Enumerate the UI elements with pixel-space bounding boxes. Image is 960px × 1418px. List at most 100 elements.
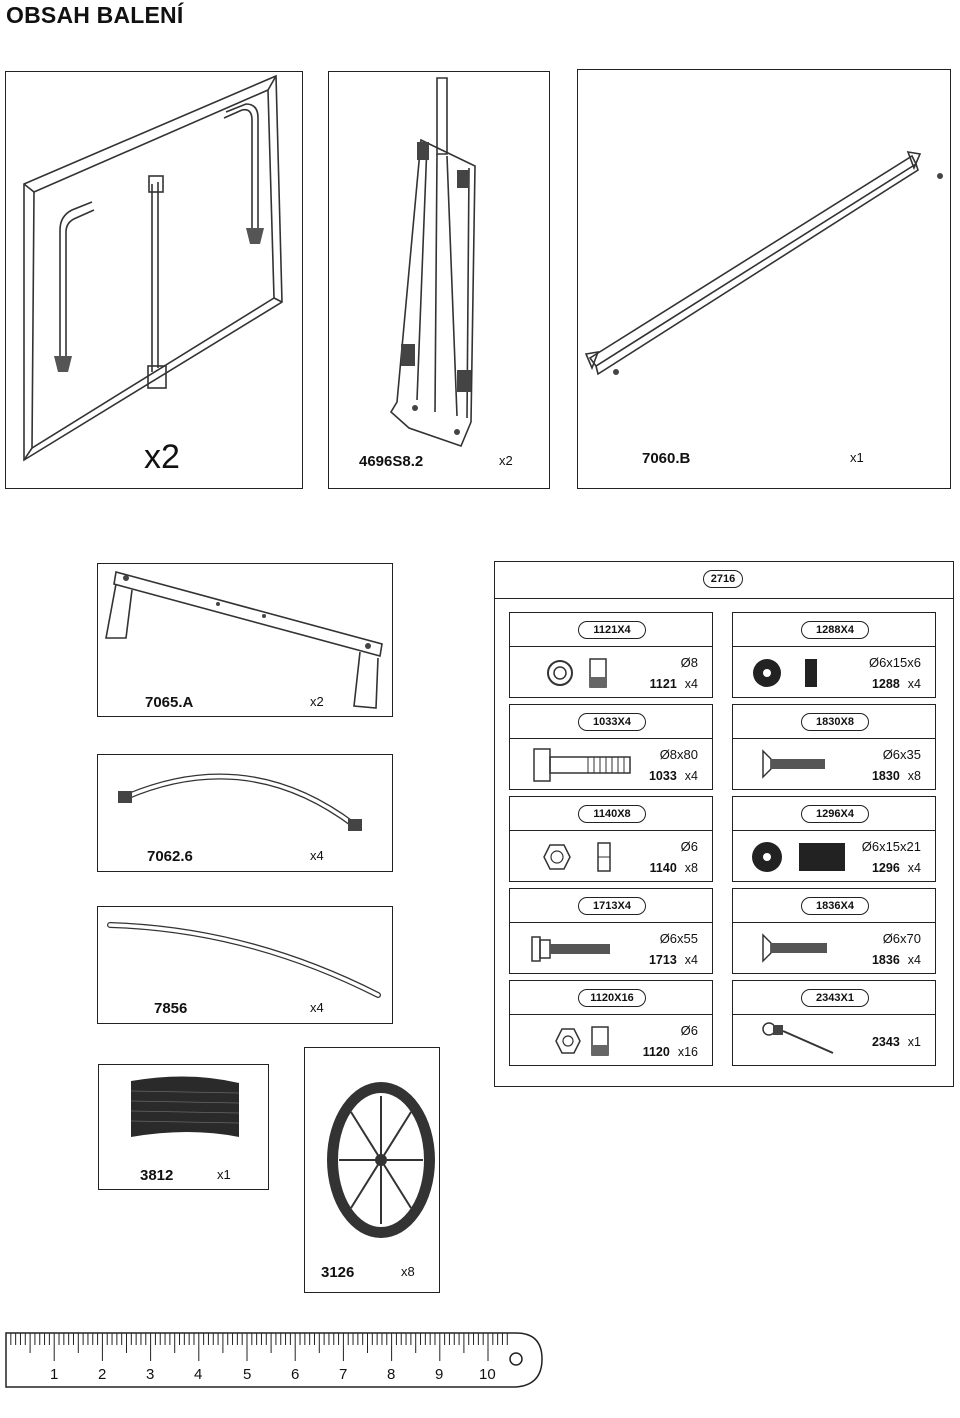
kit-item-qty: x4 xyxy=(684,677,698,691)
part-leg: 4696S8.2 x2 xyxy=(328,71,550,489)
kit-item-1033: 1033X4 Ø8x80 1033 x4 xyxy=(509,704,713,790)
ruler-number: 6 xyxy=(291,1366,300,1383)
kit-item-tag: 2343X1 xyxy=(801,989,869,1007)
tube-long-qty: x4 xyxy=(310,1000,324,1015)
ruler-number: 8 xyxy=(387,1366,396,1383)
wheel-illustration xyxy=(327,1082,435,1238)
kit-header: 2716 xyxy=(495,562,953,599)
page-title: OBSAH BALENÍ xyxy=(6,2,184,28)
crossbar-code: 7065.A xyxy=(145,694,194,711)
kit-item-tag: 1296X4 xyxy=(801,805,869,823)
tube-bent-illustration xyxy=(118,773,362,831)
spacer-icon xyxy=(752,842,845,872)
crossbar-qty: x2 xyxy=(310,694,324,709)
ruler-number: 2 xyxy=(98,1366,107,1383)
part-net: 3812 x1 xyxy=(98,1064,269,1190)
kit-item-2343: 2343X1 2343 x1 xyxy=(732,980,936,1066)
kit-item-dim: Ø8x80 xyxy=(659,747,698,762)
countersunk-screw-icon xyxy=(762,749,825,779)
tube-bent-qty: x4 xyxy=(310,848,324,863)
part-tube-long: 7856 x4 xyxy=(97,906,393,1024)
kit-item-dim: Ø6x15x21 xyxy=(861,839,921,854)
frame-qty: x2 xyxy=(144,438,180,476)
ruler-number: 5 xyxy=(243,1366,252,1383)
flange-bolt-icon xyxy=(531,936,610,962)
kit-item-tag: 1288X4 xyxy=(801,621,869,639)
part-bar: 7060.B x1 xyxy=(577,69,951,489)
ruler xyxy=(5,1332,543,1388)
kit-item-code: 1836 xyxy=(871,953,900,967)
net-illustration xyxy=(130,1076,240,1137)
kit-item-qty: x8 xyxy=(684,861,698,875)
kit-item-dim: Ø6x55 xyxy=(659,931,698,946)
ruler-number: 7 xyxy=(339,1366,348,1383)
ruler-number: 9 xyxy=(435,1366,444,1383)
leg-qty: x2 xyxy=(499,453,513,468)
ruler-number: 3 xyxy=(146,1366,155,1383)
part-tube-bent: 7062.6 x4 xyxy=(97,754,393,872)
kit-item-code: 1713 xyxy=(648,953,677,967)
kit-item-qty: x4 xyxy=(684,769,698,783)
kit-item-qty: x8 xyxy=(907,769,921,783)
kit-item-1713: 1713X4 Ø6x55 1713 x4 xyxy=(509,888,713,974)
kit-item-tag: 1830X8 xyxy=(801,713,869,731)
kit-item-tag: 1120X16 xyxy=(578,989,646,1007)
net-code: 3812 xyxy=(140,1167,174,1184)
bar-illustration xyxy=(584,150,943,376)
kit-item-tag: 1033X4 xyxy=(578,713,646,731)
kit-item-code: 1121 xyxy=(649,677,677,691)
net-qty: x1 xyxy=(217,1167,231,1182)
kit-item-1830: 1830X8 Ø6x35 1830 x8 xyxy=(732,704,936,790)
kit-item-code: 2343 xyxy=(871,1035,900,1049)
nut-washer-icon xyxy=(555,1026,609,1056)
frame-illustration xyxy=(23,74,283,462)
countersunk-screw-icon xyxy=(762,933,827,963)
ruler-number: 1 xyxy=(50,1366,59,1383)
kit-item-dim: Ø6x70 xyxy=(882,931,921,946)
kit-item-tag: 1836X4 xyxy=(801,897,869,915)
kit-item-1140: 1140X8 Ø6 1140 x8 xyxy=(509,796,713,882)
wheel-qty: x8 xyxy=(401,1264,415,1279)
leg-illustration xyxy=(389,77,476,448)
kit-item-dim: Ø6x35 xyxy=(882,747,921,762)
kit-item-code: 1033 xyxy=(648,769,677,783)
rivet-icon xyxy=(762,1022,834,1054)
kit-item-qty: x1 xyxy=(907,1035,921,1049)
hex-bolt-icon xyxy=(533,748,631,782)
kit-label: 2716 xyxy=(703,570,743,588)
part-wheel: 3126 x8 xyxy=(304,1047,440,1293)
kit-item-qty: x16 xyxy=(677,1045,698,1059)
tube-bent-code: 7062.6 xyxy=(147,848,193,865)
tube-long-illustration xyxy=(107,922,381,998)
kit-item-code: 1296 xyxy=(871,861,900,875)
part-frame: x2 xyxy=(5,71,303,489)
bar-code: 7060.B xyxy=(642,450,691,467)
nut-washer-icon xyxy=(547,658,607,688)
kit-item-qty: x4 xyxy=(684,953,698,967)
leg-code: 4696S8.2 xyxy=(359,453,424,470)
spacer-icon xyxy=(753,659,817,687)
crossbar-illustration xyxy=(105,570,383,709)
kit-item-tag: 1140X8 xyxy=(578,805,646,823)
part-crossbar: 7065.A x2 xyxy=(97,563,393,717)
ruler-number: 10 xyxy=(479,1366,496,1383)
kit-item-code: 1120 xyxy=(642,1045,670,1059)
kit-item-qty: x4 xyxy=(907,953,921,967)
kit-item-qty: x4 xyxy=(907,861,921,875)
ruler-number: 4 xyxy=(194,1366,203,1383)
kit-item-tag: 1713X4 xyxy=(578,897,646,915)
kit-item-code: 1830 xyxy=(871,769,900,783)
hex-nut-icon xyxy=(543,842,611,872)
tube-long-code: 7856 xyxy=(154,1000,188,1017)
kit-item-1296: 1296X4 Ø6x15x21 1296 x4 xyxy=(732,796,936,882)
kit-item-dim: Ø8 xyxy=(680,655,698,670)
kit-item-code: 1140 xyxy=(649,861,677,875)
kit-item-dim: Ø6x15x6 xyxy=(868,655,921,670)
kit-item-qty: x4 xyxy=(907,677,921,691)
bar-qty: x1 xyxy=(850,450,864,465)
kit-item-dim: Ø6 xyxy=(680,839,698,854)
